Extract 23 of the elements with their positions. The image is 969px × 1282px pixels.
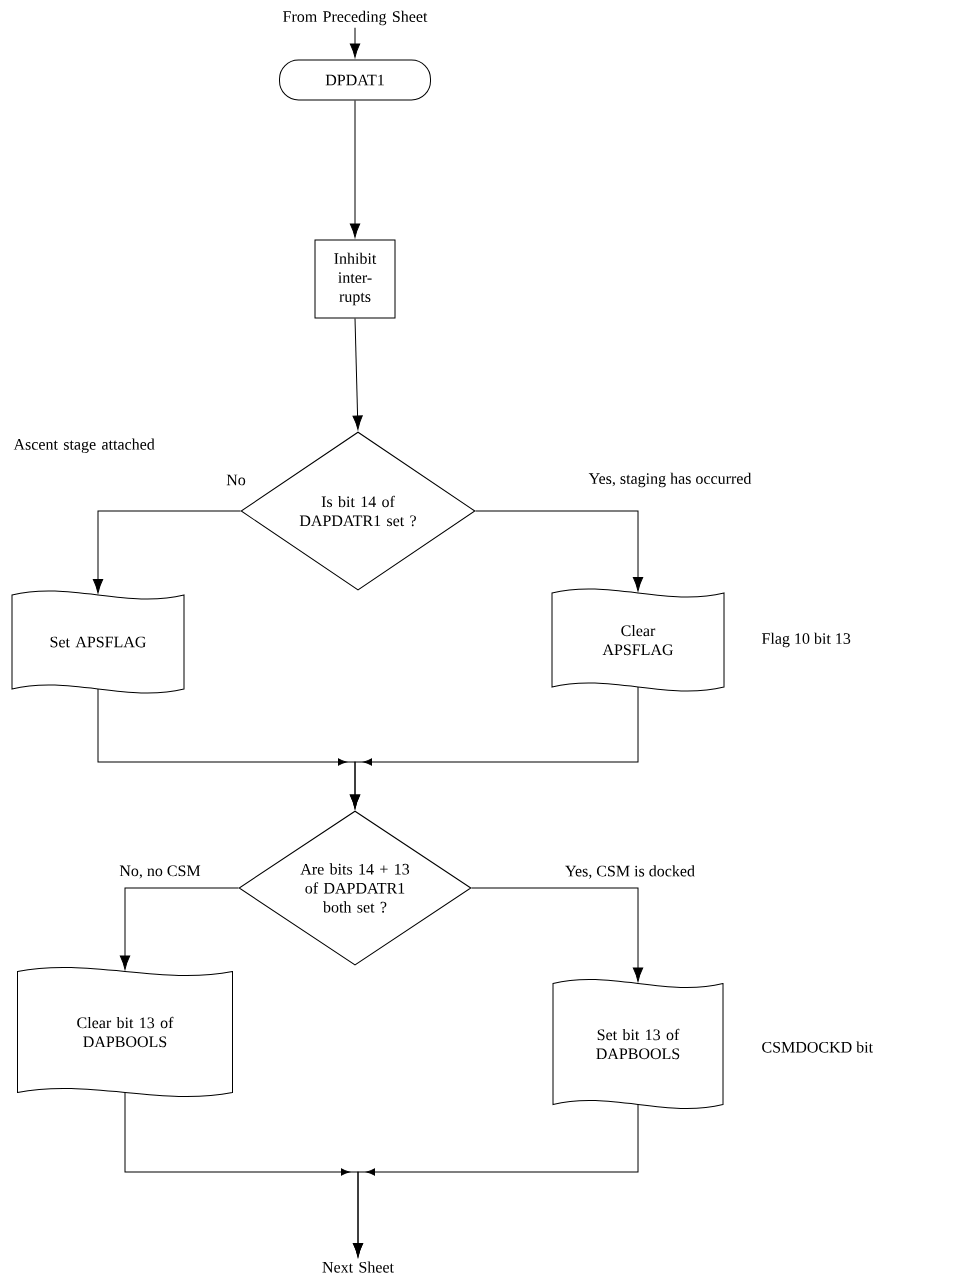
arrow bbox=[349, 27, 361, 58]
document-box: Set APSFLAG bbox=[11, 590, 185, 694]
edge-label: Yes, staging has occurred bbox=[587, 471, 753, 489]
flow-text: Next Sheet bbox=[322, 1261, 394, 1273]
document-box: Clear APSFLAG bbox=[551, 588, 725, 692]
arrow bbox=[471, 887, 644, 982]
arrow bbox=[349, 100, 361, 238]
side-note: Flag 10 bit 13 bbox=[761, 632, 851, 648]
document-box: Clear bit 13 of DAPBOOLS bbox=[17, 967, 233, 1097]
note-text: Ascent stage attached bbox=[13, 438, 155, 454]
edge-label: Yes, CSM is docked bbox=[564, 864, 696, 880]
arrow bbox=[475, 510, 644, 592]
flow-text: From Preceding Sheet bbox=[283, 10, 428, 26]
arrow bbox=[119, 887, 239, 970]
arrow bbox=[352, 318, 363, 430]
terminal-box: DPDAT1 bbox=[279, 59, 431, 101]
arrow bbox=[352, 1104, 639, 1258]
process-box: Inhibit inter- rupts bbox=[314, 239, 396, 319]
side-note: CSMDOCKD bit bbox=[762, 1041, 873, 1053]
arrow bbox=[92, 510, 241, 594]
document-box: Set bit 13 of DAPBOOLS bbox=[552, 979, 724, 1109]
arrow bbox=[349, 686, 639, 809]
edge-label: No, no CSM bbox=[118, 864, 202, 880]
